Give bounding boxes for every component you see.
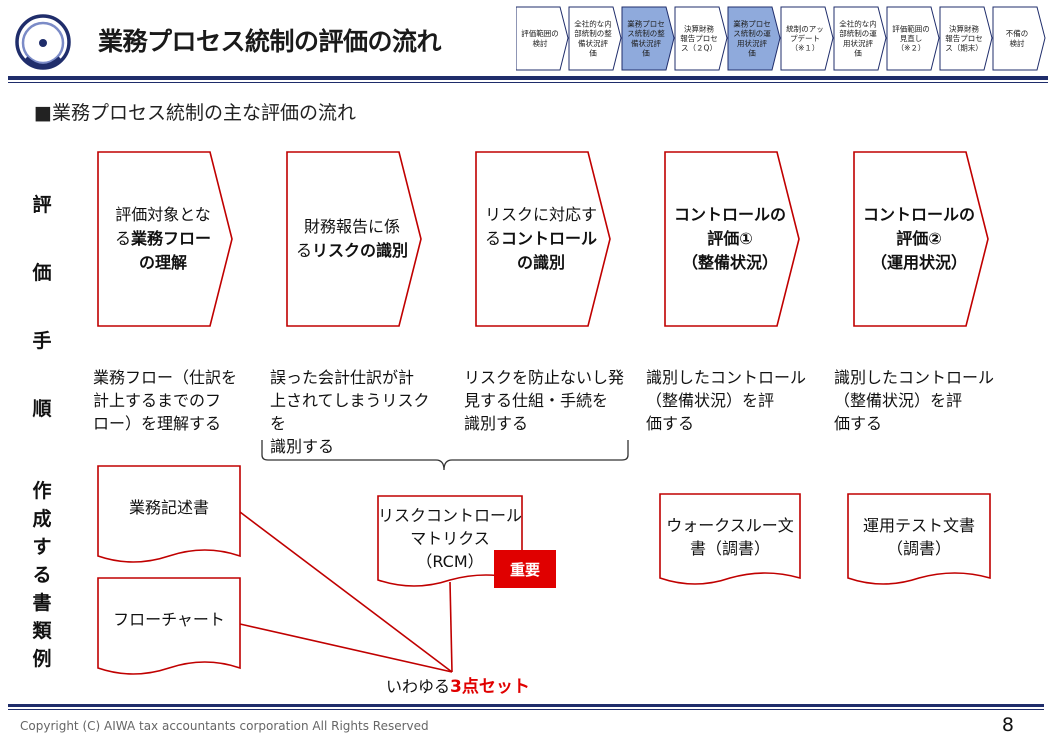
process-nav: 評価範囲の検討全社的な内部統制の整備状況評価業務プロセス統制の整備状況評価決算財…: [515, 6, 1048, 72]
nav-step-2: [568, 6, 622, 71]
nav-step-9-label: 決算財務報告プロセス（期末）: [945, 23, 983, 52]
nav-step-7: [833, 6, 887, 71]
step-2-arrow: [286, 151, 422, 327]
step-5-description: 識別したコントロール（整備状況）を評価する: [834, 368, 995, 433]
nav-step-1: [515, 6, 569, 71]
step-4-label: コントロールの評価①（整備状況）: [673, 205, 786, 272]
footer-rule-thin: [8, 709, 1044, 710]
nav-step-4: [674, 6, 728, 71]
nav-step-2-label: 全社的な内部統制の整備状況評価: [574, 19, 612, 58]
step-2-description: 誤った会計仕訳が計上されてしまうリスクを識別する: [270, 368, 430, 456]
step-3-description: リスクを防止ないし発見する仕組・手続を識別する: [464, 368, 625, 433]
row-label-documents-3: す: [32, 536, 52, 558]
section-subtitle: ■業務プロセス統制の主な評価の流れ: [34, 102, 356, 124]
doc-walkthrough-label: ウォークスルー文書（調書）: [666, 516, 794, 558]
step-5-label: コントロールの評価②（運用状況）: [862, 205, 975, 272]
important-badge: 重要: [494, 550, 556, 588]
nav-step-1-label: 評価範囲の検討: [521, 28, 559, 48]
row-label-documents-2: 成: [32, 508, 52, 530]
brace: [261, 440, 629, 471]
step-4-description: 識別したコントロール（整備状況）を評価する: [646, 368, 807, 433]
doc-flowchart-label: フローチャート: [113, 610, 225, 629]
nav-step-5-label: 業務プロセス統制の運用状況評価: [733, 19, 771, 58]
three-set-caption: いわゆる3点セット: [386, 677, 530, 697]
nav-step-8-label: 評価範囲の見直し（※２）: [892, 23, 930, 52]
nav-step-6-label: 統制のアップデート（※１）: [786, 23, 824, 52]
row-label-documents-5: 書: [32, 592, 52, 614]
connector-line-1: [239, 511, 453, 673]
step-1-arrow: [97, 151, 233, 327]
row-label-procedure-1: 評: [32, 194, 52, 216]
nav-step-5: [727, 6, 781, 71]
doc-shape-business-description: [97, 465, 241, 563]
step-2-label: 財務報告に係るリスクの識別: [295, 217, 409, 260]
step-3-arrow: [475, 151, 611, 327]
process-nav-arrows: 評価範囲の検討全社的な内部統制の整備状況評価業務プロセス統制の整備状況評価決算財…: [515, 6, 1046, 71]
doc-operation-test-label: 運用テスト文書（調書）: [862, 516, 975, 558]
doc-shape-operation-test: [847, 493, 991, 585]
step-3-label: リスクに対応するコントロールの識別: [484, 205, 598, 272]
row-label-procedure-4: 順: [32, 398, 52, 420]
row-label-documents-4: る: [32, 564, 52, 586]
nav-step-7-label: 全社的な内部統制の運用状況評価: [839, 19, 877, 58]
nav-step-3-label: 業務プロセス統制の整備状況評価: [627, 19, 665, 58]
page-number: 8: [1001, 714, 1014, 736]
row-label-procedure-3: 手: [32, 330, 52, 352]
step-4-arrow: [664, 151, 800, 327]
nav-step-4-label: 決算財務報告プロセス（２Q）: [680, 23, 718, 52]
nav-step-3: [621, 6, 675, 71]
row-label-documents-7: 例: [32, 648, 52, 670]
connector-line-3: [449, 581, 453, 673]
nav-step-10-label: 不備の検討: [1006, 28, 1029, 48]
nav-step-9: [939, 6, 993, 71]
nav-step-6: [780, 6, 834, 71]
row-label-procedure-2: 価: [32, 262, 52, 284]
header-rule: [8, 76, 1048, 80]
step-1-description: 業務フロー（仕訳を計上するまでのフロー）を理解する: [93, 368, 238, 433]
doc-business-description-label: 業務記述書: [128, 498, 209, 517]
row-label-documents-6: 類: [32, 620, 52, 642]
company-logo: [15, 14, 71, 70]
doc-rcm-label: リスクコントロールマトリクス（RCM）: [378, 506, 523, 571]
step-5-arrow: [853, 151, 989, 327]
copyright-text: Copyright (C) AIWA tax accountants corpo…: [20, 719, 429, 733]
row-label-documents-1: 作: [32, 480, 52, 502]
footer-rule: [8, 704, 1044, 707]
nav-step-10: [992, 6, 1046, 71]
page-title: 業務プロセス統制の評価の流れ: [98, 27, 442, 56]
doc-shape-walkthrough: [659, 493, 801, 585]
nav-step-8: [886, 6, 940, 71]
doc-shape-flowchart: [97, 577, 241, 675]
header-rule-thin: [8, 82, 1048, 83]
connector-line-2: [239, 623, 453, 673]
step-1-label: 評価対象となる業務フローの理解: [114, 205, 212, 272]
